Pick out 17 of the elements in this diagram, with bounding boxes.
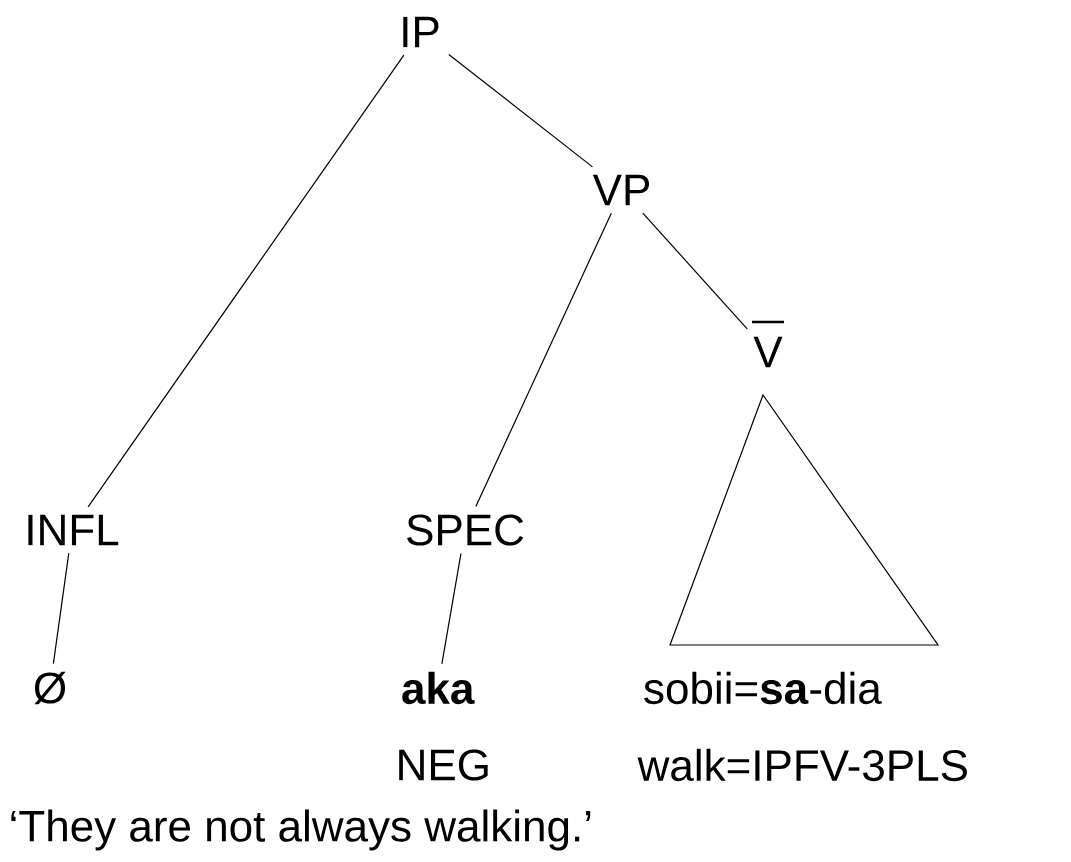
tree-branch [642, 212, 748, 330]
node-label: aka [402, 671, 475, 705]
node-label: INFL [28, 514, 119, 546]
node-label: V [753, 336, 783, 368]
gloss-text: walk=IPFV-3PLS [637, 748, 967, 782]
tree-branch [441, 552, 462, 665]
caption: ‘They are not always walking.’ [11, 809, 591, 851]
gloss-text: NEG [399, 749, 488, 781]
node-label: VP [592, 174, 650, 206]
tree-branch [87, 54, 405, 508]
node-label: SPEC [407, 514, 524, 546]
node-label: IP [403, 16, 439, 48]
node-label: Ø [34, 671, 66, 705]
tree-branch [448, 53, 594, 168]
tree-branch [475, 212, 612, 508]
tree-branch [52, 552, 70, 665]
node-label: sobii=sa-dia [644, 671, 882, 705]
